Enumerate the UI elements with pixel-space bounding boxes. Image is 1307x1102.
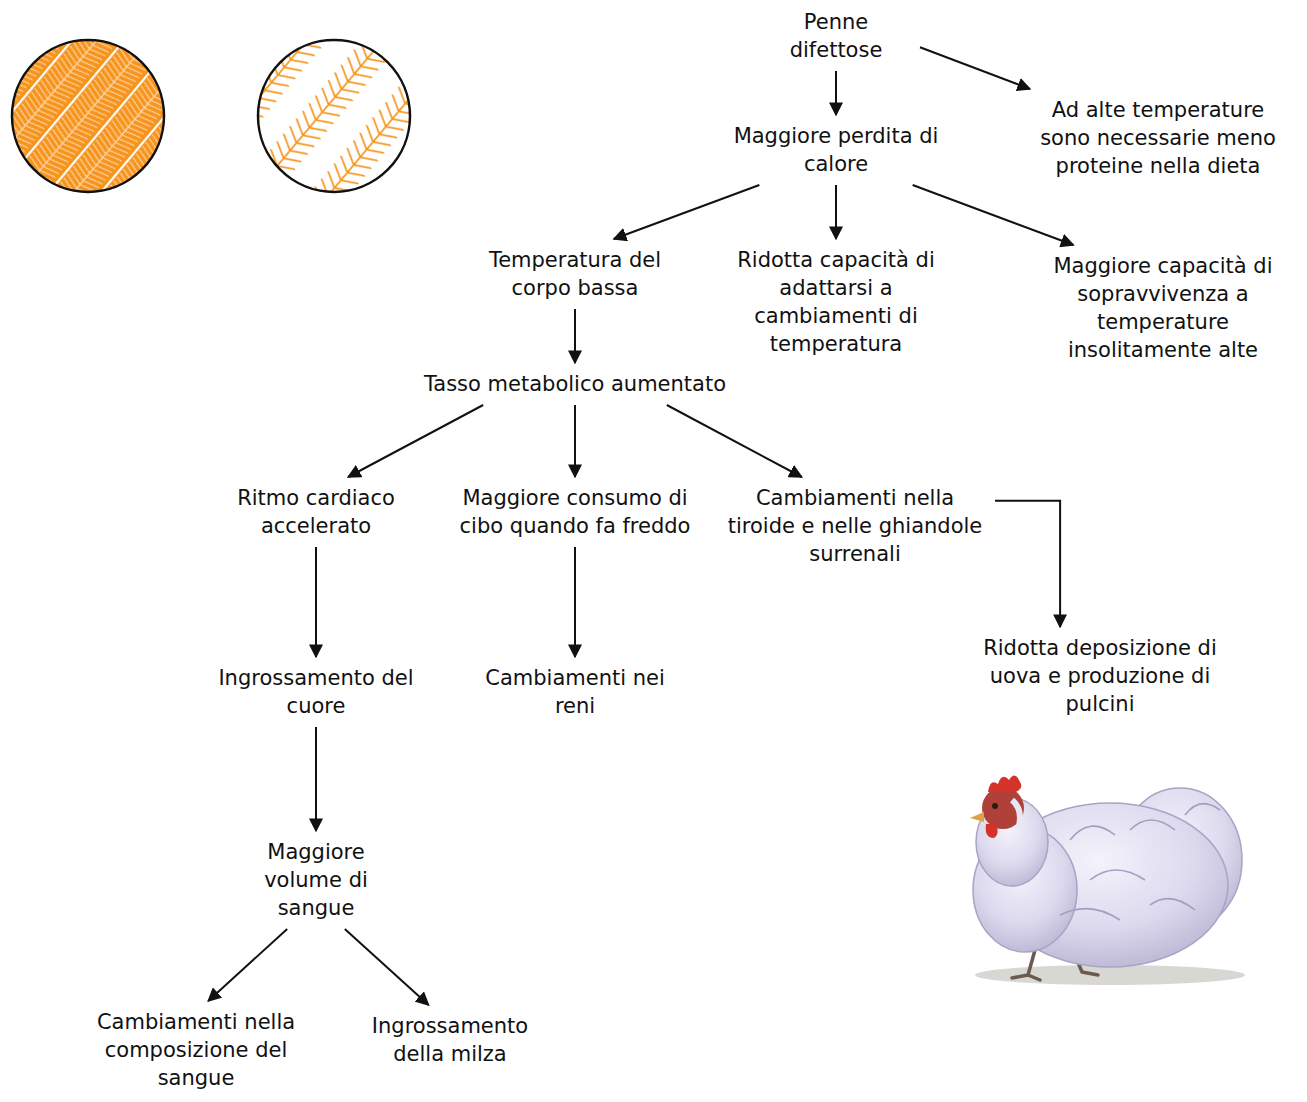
head-feathers (1012, 800, 1020, 830)
node-label: Ridotta deposizione di uova e produzione… (969, 634, 1231, 718)
arrow-connector (315, 547, 317, 657)
text-node: Ingrossamento della milza (343, 1012, 557, 1068)
text-node: Penne difettose (759, 8, 913, 64)
node-label: Cambiamenti nella composizione del sangu… (76, 1008, 316, 1092)
feather-strokes (1060, 804, 1220, 920)
arrow-connector (920, 47, 1030, 89)
defective-feather-lens (256, 38, 412, 194)
text-node: Maggiore consumo di cibo quando fa fredd… (448, 484, 702, 540)
normal-feather-lens (10, 38, 166, 194)
arrow-connector (995, 501, 1060, 627)
node-label: Tasso metabolico aumentato (424, 370, 726, 398)
arrow-connector (345, 929, 429, 1005)
text-node: Maggiore perdita di calore (727, 122, 946, 178)
node-label: Maggiore consumo di cibo quando fa fredd… (450, 484, 700, 540)
node-label: Ad alte temperature sono necessarie meno… (1032, 96, 1284, 180)
sparse-barbs (256, 38, 412, 194)
node-label: Cambiamenti nei reni (485, 664, 665, 720)
lens-outline (258, 40, 410, 192)
text-node: Ingrossamento del cuore (204, 664, 428, 720)
text-node: Maggiore capacità di sopravvivenza a tem… (1035, 252, 1291, 364)
node-label: Maggiore perdita di calore (729, 122, 944, 178)
node-label: Cambiamenti nella tiroide e nelle ghiand… (724, 484, 986, 568)
arrow-connector (574, 309, 576, 363)
ground-shadow (975, 965, 1245, 985)
hen-comb (988, 775, 1021, 792)
arrow-connector (315, 727, 317, 831)
lens-outline (12, 40, 164, 192)
node-label: Ritmo cardiaco accelerato (211, 484, 421, 540)
dense-barbs (10, 38, 166, 194)
text-node: Ad alte temperature sono necessarie meno… (1030, 96, 1286, 180)
text-node: Ritmo cardiaco accelerato (209, 484, 423, 540)
hen-wattle (986, 824, 998, 838)
node-label: Ingrossamento del cuore (206, 664, 426, 720)
arrow-connector (835, 185, 837, 239)
arrow-connector (208, 929, 287, 1001)
arrow-connector (667, 405, 802, 477)
arrow-connector (913, 185, 1074, 245)
text-node: Maggiore volume di sangue (244, 838, 388, 922)
text-node: Tasso metabolico aumentato (422, 370, 728, 398)
node-label: Temperatura del corpo bassa (480, 246, 670, 302)
text-node: Cambiamenti nella tiroide e nelle ghiand… (722, 484, 988, 568)
hen-eye (992, 803, 998, 809)
arrow-connector (574, 547, 576, 657)
hen-leg (1012, 950, 1040, 980)
hen-head (982, 787, 1024, 829)
node-label: Penne difettose (761, 8, 911, 64)
arrow-connector (348, 405, 483, 477)
text-node: Temperatura del corpo bassa (478, 246, 672, 302)
hen-beak (970, 812, 984, 822)
hen-illustration (970, 775, 1245, 985)
arrow-connector (574, 405, 576, 477)
arrow-connector (614, 185, 760, 239)
text-node: Ridotta deposizione di uova e produzione… (967, 634, 1233, 718)
arrow-connector (835, 71, 837, 115)
text-node: Cambiamenti nei reni (483, 664, 667, 720)
node-label: Maggiore capacità di sopravvivenza a tem… (1037, 252, 1289, 364)
node-label: Ingrossamento della milza (345, 1012, 555, 1068)
node-label: Ridotta capacità di adattarsi a cambiame… (720, 246, 952, 358)
node-label: Maggiore volume di sangue (246, 838, 386, 922)
text-node: Cambiamenti nella composizione del sangu… (74, 1008, 318, 1092)
text-node: Ridotta capacità di adattarsi a cambiame… (718, 246, 954, 358)
